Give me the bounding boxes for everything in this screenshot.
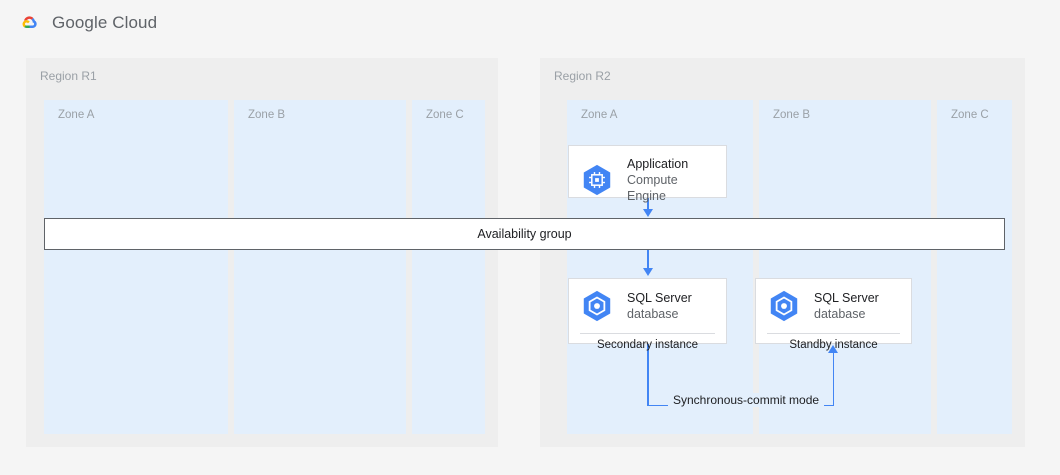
node-application-body: Application Compute Engine bbox=[569, 146, 726, 214]
zone-r2-b: Zone B bbox=[759, 100, 931, 434]
zone-r2-c-label: Zone C bbox=[951, 109, 989, 121]
arrow-up-icon bbox=[828, 345, 838, 353]
google-cloud-logo-icon bbox=[22, 16, 37, 29]
node-secondary-text: SQL Server database bbox=[627, 290, 692, 322]
region-r2-label: Region R2 bbox=[554, 69, 611, 83]
google-cloud-wordmark: Google Cloud bbox=[52, 13, 158, 32]
availability-group-label: Availability group bbox=[477, 227, 572, 241]
node-standby-subtitle: database bbox=[814, 307, 866, 321]
node-standby-footer: Standby instance bbox=[767, 333, 900, 357]
zone-r2-a-label: Zone A bbox=[581, 109, 618, 121]
zone-r1-a-label: Zone A bbox=[58, 109, 95, 121]
node-sql-server-secondary[interactable]: SQL Server database Secondary instance bbox=[568, 278, 727, 351]
region-r1-label: Region R1 bbox=[40, 69, 97, 83]
region-r2: Region R2 Zone A Zone B Zone C bbox=[540, 58, 1025, 447]
arrow-down-icon bbox=[642, 209, 653, 217]
node-standby-text: SQL Server database bbox=[814, 290, 879, 322]
node-standby-title: SQL Server bbox=[814, 291, 879, 305]
connector-sync-up-to-standby bbox=[832, 352, 835, 405]
zone-r1-b: Zone B bbox=[234, 100, 406, 434]
node-sql-server-standby[interactable]: SQL Server database Standby instance bbox=[755, 278, 912, 351]
node-secondary-footer: Secondary instance bbox=[580, 333, 715, 357]
page-header: Google Cloud bbox=[0, 0, 1060, 46]
zone-r1-b-label: Zone B bbox=[248, 109, 286, 121]
zone-r1-c-label: Zone C bbox=[426, 109, 464, 121]
zone-r1-a: Zone A bbox=[44, 100, 228, 434]
zone-r2-c: Zone C bbox=[937, 100, 1012, 434]
compute-engine-icon bbox=[583, 164, 611, 196]
connector-secondary-sync-down bbox=[647, 344, 649, 406]
sql-server-database-icon bbox=[770, 290, 798, 322]
node-secondary-title: SQL Server bbox=[627, 291, 692, 305]
node-application-subtitle: Compute Engine bbox=[627, 173, 678, 203]
arrow-down-icon bbox=[642, 268, 653, 276]
zone-r2-b-label: Zone B bbox=[773, 109, 811, 121]
sql-server-database-icon bbox=[583, 290, 611, 322]
node-secondary-body: SQL Server database bbox=[569, 279, 726, 333]
availability-group-bar[interactable]: Availability group bbox=[44, 218, 1005, 250]
node-application-compute-engine[interactable]: Application Compute Engine bbox=[568, 145, 727, 203]
region-r1: Region R1 Zone A Zone B Zone C bbox=[26, 58, 498, 447]
node-standby-body: SQL Server database bbox=[756, 279, 911, 333]
synchronous-commit-mode-label: Synchronous-commit mode bbox=[668, 393, 825, 407]
zone-r1-c: Zone C bbox=[412, 100, 485, 434]
node-application-text: Application Compute Engine bbox=[627, 156, 714, 204]
connector-application-to-availability-group bbox=[647, 198, 649, 210]
node-secondary-subtitle: database bbox=[627, 307, 679, 321]
node-application-title: Application bbox=[627, 157, 689, 171]
connector-availability-group-to-secondary bbox=[647, 250, 649, 269]
